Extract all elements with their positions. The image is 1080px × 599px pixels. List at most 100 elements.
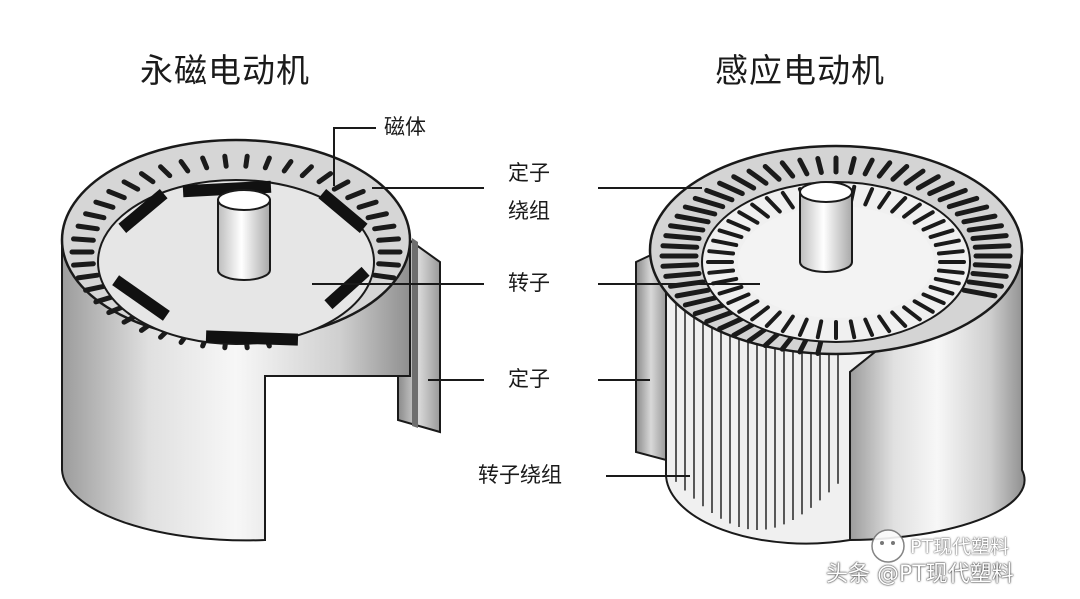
imRotorSlots-tooth	[863, 317, 875, 337]
imRotorSlots-tooth	[764, 196, 782, 214]
imTeeth-tooth	[682, 295, 718, 308]
imTeeth-tooth	[848, 156, 857, 175]
imTeeth-tooth	[862, 157, 875, 177]
pmTeeth-tooth	[299, 164, 314, 179]
imTeeth-tooth	[663, 233, 702, 242]
imRotorSlots-tooth	[877, 190, 892, 210]
imRotorSlots-tooth	[877, 314, 892, 334]
pmTeeth-tooth	[93, 294, 116, 305]
pmTeeth-tooth	[106, 188, 127, 201]
imTeeth-tooth	[746, 326, 769, 344]
imTeeth-tooth	[692, 302, 726, 317]
induction-motor	[635, 144, 1026, 545]
imTeeth-tooth	[674, 287, 711, 299]
pmTeeth-tooth	[71, 261, 96, 268]
title-pm-motor: 永磁电动机	[140, 51, 310, 90]
pmTeeth-tooth	[222, 153, 229, 169]
imRotorSlots-tooth	[912, 299, 935, 314]
pmTeeth-tooth	[345, 188, 366, 201]
imRotorSlots-tooth	[717, 284, 744, 296]
pmTeeth-tooth	[83, 211, 107, 221]
label-stator-winding-1: 定子	[508, 161, 550, 185]
label-magnet: 磁体	[384, 115, 426, 139]
imTeeth-tooth	[890, 163, 910, 182]
imTeeth-tooth	[660, 262, 700, 269]
imTeeth-tooth	[970, 233, 1009, 242]
imRotorSlots-tooth	[707, 249, 736, 256]
imTeeth-tooth	[961, 287, 998, 299]
pmTeeth-tooth	[262, 155, 272, 171]
pm-magnets	[112, 180, 370, 346]
pmTeeth-tooth	[365, 211, 389, 221]
label-stator-winding-2: 绕组	[508, 199, 550, 223]
pmTeeth-tooth	[75, 272, 100, 281]
label-rotor-winding: 转子绕组	[478, 463, 562, 487]
imTeeth-tooth	[692, 195, 726, 210]
imRotorSlots-tooth	[711, 276, 739, 286]
imTeeth-tooth	[946, 195, 980, 210]
pmTeeth-tooth	[121, 179, 141, 192]
imTeeth-tooth	[915, 174, 941, 191]
imRotorSlots-tooth	[737, 210, 760, 225]
pm-motor	[60, 138, 441, 542]
imTeeth-tooth	[746, 168, 769, 186]
imRotorSlots-tooth	[815, 319, 824, 340]
imTeeth-tooth	[797, 157, 810, 177]
imRotorSlots-tooth	[797, 317, 809, 337]
pmTeeth-tooth	[200, 155, 210, 171]
imRotorSlots-tooth	[928, 284, 955, 296]
title-induction-motor: 感应电动机	[715, 51, 885, 90]
imTeeth-tooth	[876, 160, 893, 179]
imTeeth-tooth	[663, 270, 702, 279]
imTeeth-tooth	[779, 160, 796, 179]
pmTeeth-tooth	[376, 236, 401, 243]
imTeeth-tooth	[762, 330, 782, 349]
pmTeeth-tooth	[281, 159, 294, 174]
imTeeth-tooth	[970, 270, 1009, 279]
imTeeth-tooth	[682, 204, 718, 217]
imRotorSlots-tooth	[726, 292, 751, 306]
imRotorSlots-tooth	[890, 196, 908, 214]
pmTeeth-tooth	[372, 223, 397, 232]
imRotorSlots-tooth	[928, 228, 955, 240]
imRotorSlots-tooth	[737, 299, 760, 314]
imRotorSlots-tooth	[780, 190, 795, 210]
leader-lines	[312, 127, 760, 477]
imRotorSlots-tooth	[936, 268, 965, 275]
imRotorSlots-tooth	[848, 319, 857, 340]
pmTeeth-tooth	[83, 283, 107, 293]
imRotorSlots-tooth	[707, 268, 736, 275]
imTeeth-tooth	[674, 213, 711, 225]
pmTeeth-tooth	[356, 199, 379, 210]
imTeeth-tooth	[731, 174, 757, 191]
imRotorSlots-tooth	[912, 210, 935, 225]
imRotorSlots-tooth	[921, 218, 946, 232]
pmTeeth-tooth	[372, 272, 397, 281]
imRotorSlots-tooth	[933, 276, 961, 286]
pmTeeth-tooth	[158, 164, 173, 179]
pmTeeth-tooth	[331, 179, 351, 192]
imTeeth-tooth	[972, 262, 1012, 269]
imRotorSlots-tooth	[711, 238, 739, 248]
imRotorSlots-tooth	[764, 310, 782, 328]
imRotorSlots-tooth	[750, 305, 770, 322]
pmTeeth-tooth	[376, 261, 401, 268]
pmTeeth-tooth	[316, 171, 334, 185]
watermark-faint: PT现代塑料	[910, 536, 1010, 558]
wechat-icon	[871, 529, 905, 563]
label-rotor: 转子	[508, 271, 550, 295]
im-rotor-slots	[706, 184, 966, 340]
imRotorSlots-tooth	[780, 314, 795, 334]
imRotorSlots-tooth	[936, 249, 965, 256]
imTeeth-tooth	[966, 279, 1004, 289]
leader-magnet	[333, 127, 376, 186]
label-stator: 定子	[508, 367, 550, 391]
imTeeth-tooth	[972, 243, 1012, 250]
imTeeth-tooth	[961, 213, 998, 225]
imTeeth-tooth	[717, 315, 745, 332]
imRotorSlots-tooth	[902, 305, 922, 322]
imRotorSlots-tooth	[726, 218, 751, 232]
imTeeth-tooth	[815, 156, 824, 175]
imRotorSlots-tooth	[921, 292, 946, 306]
